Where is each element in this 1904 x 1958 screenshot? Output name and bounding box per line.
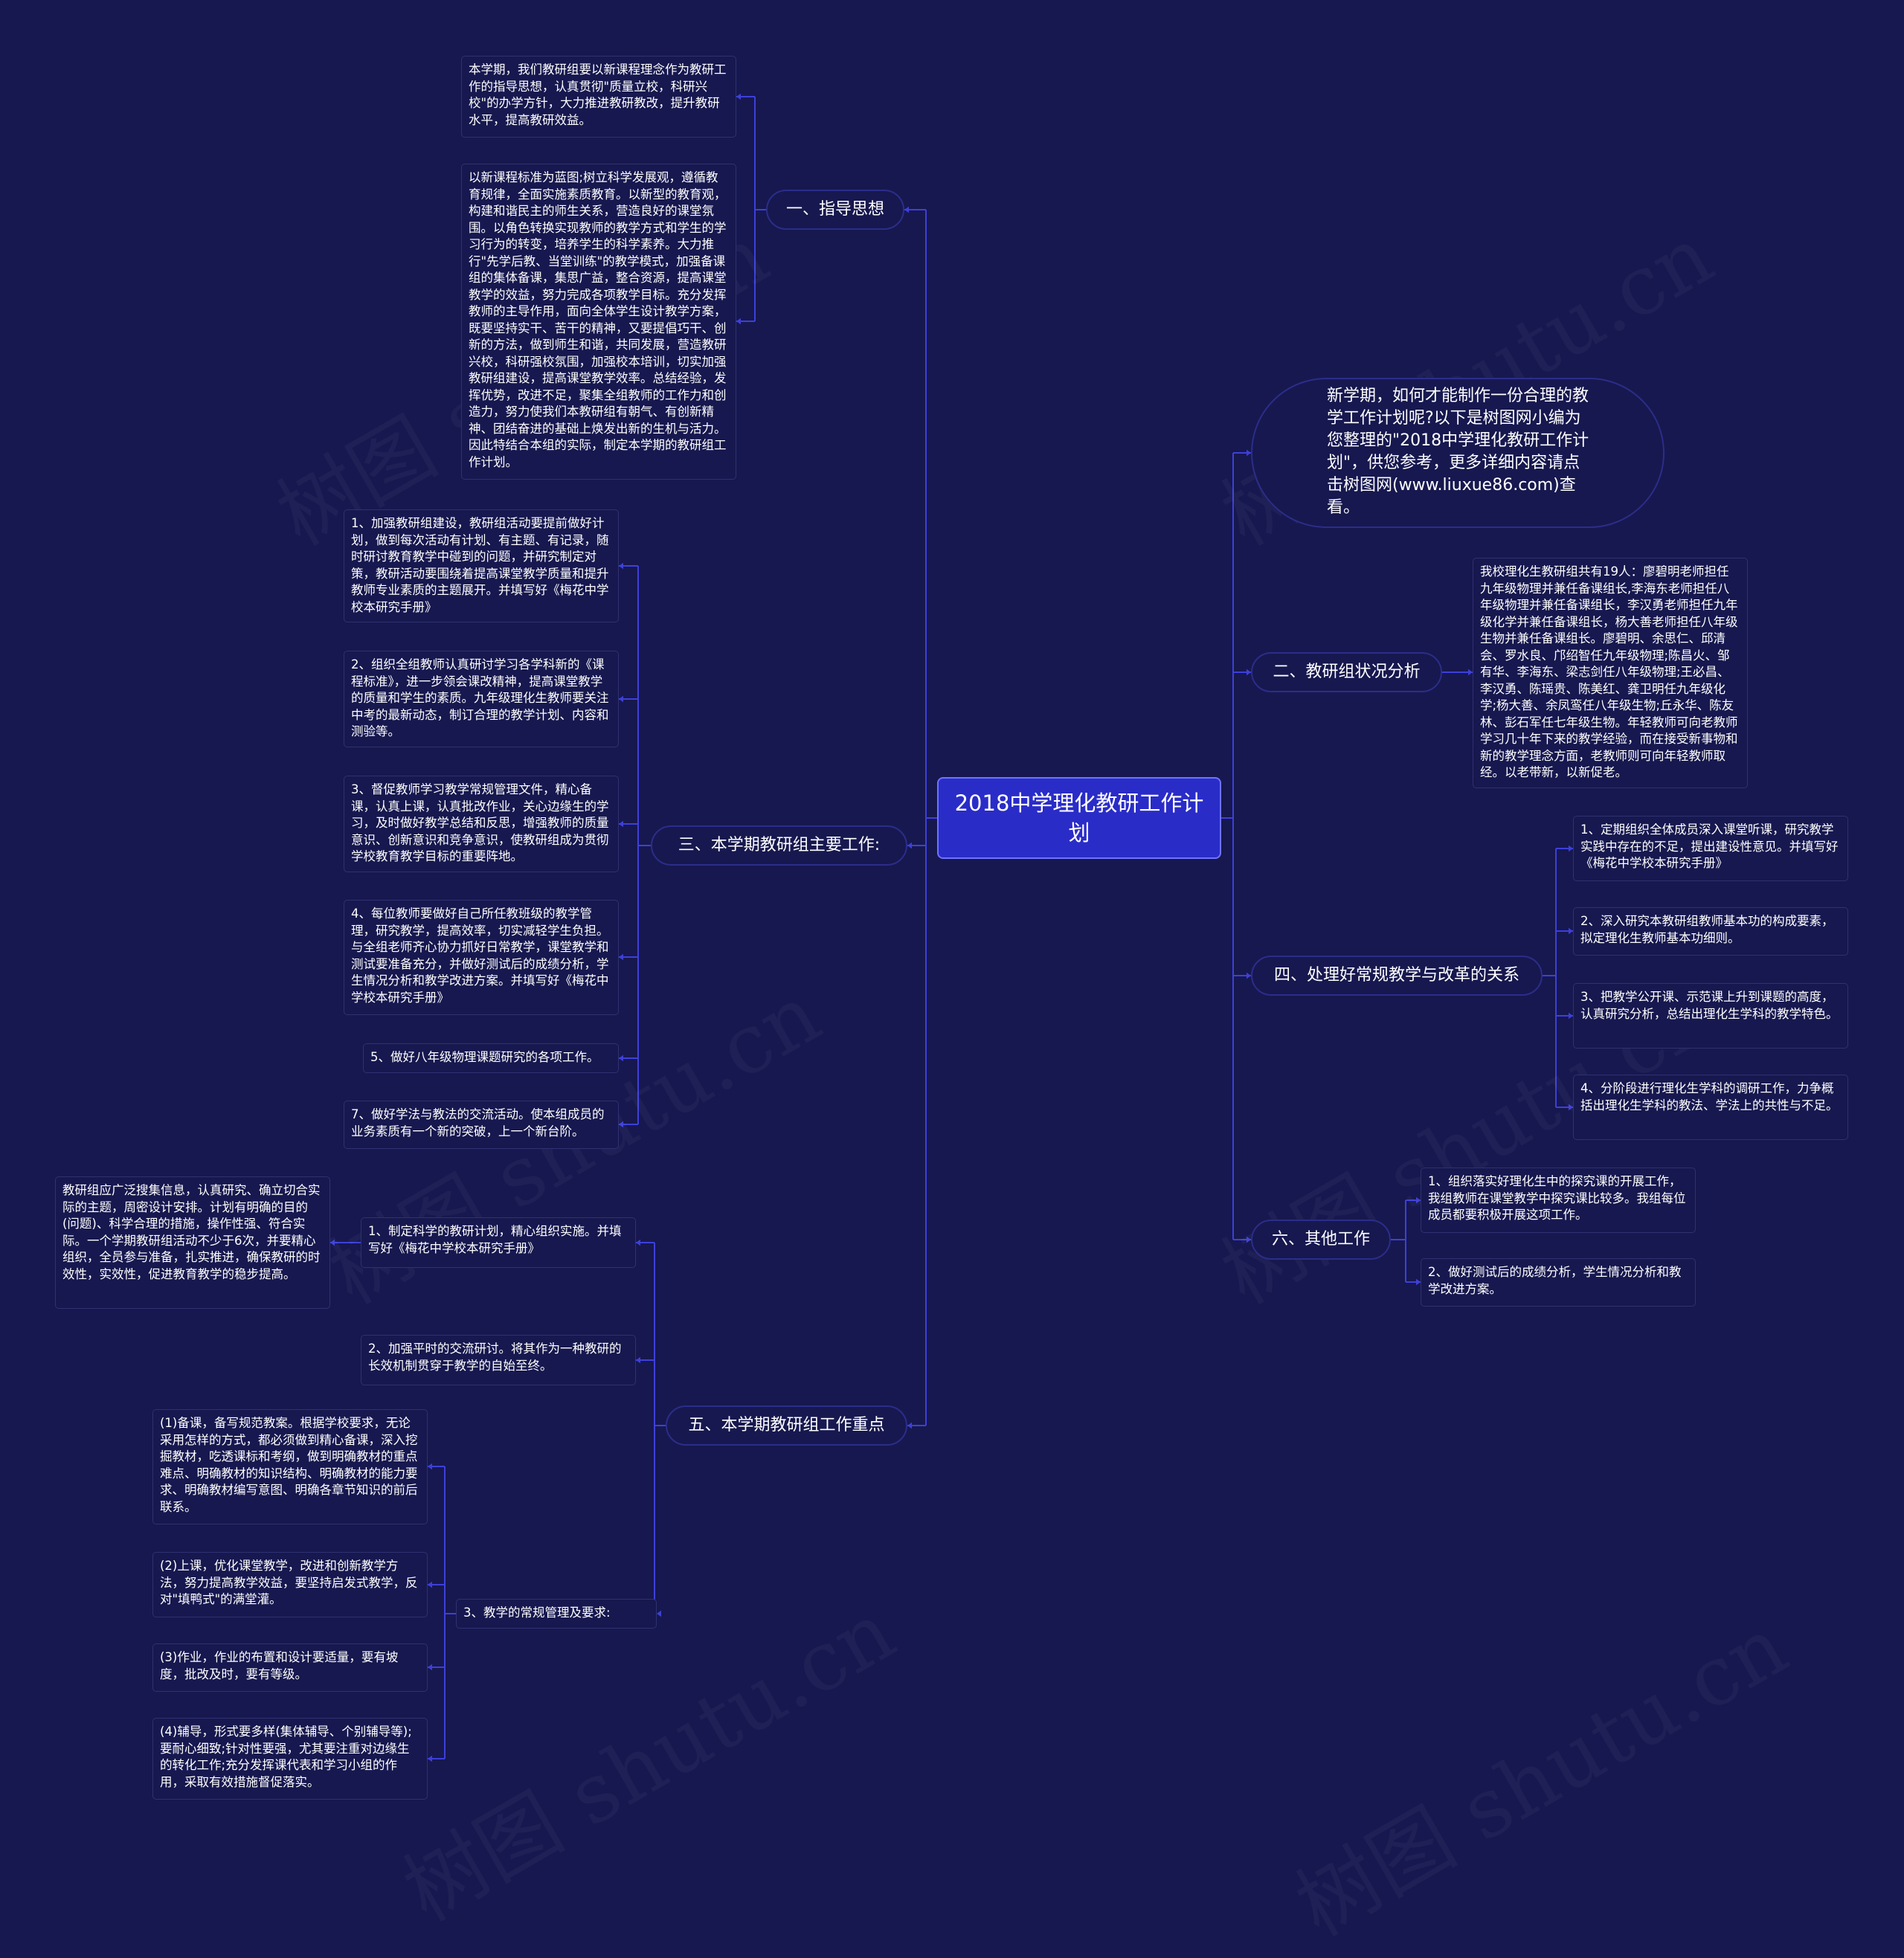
arrow-head [904,206,909,213]
leaf-text: 3、教学的常规管理及要求: [463,1606,611,1620]
leaf-main-work-1[interactable]: 1、加强教研组建设，教研组活动要提前做好计划，做到每次活动有计划、有主题、有记录… [344,509,619,622]
leaf-text: 5、做好八年级物理课题研究的各项工作。 [370,1050,599,1064]
leaf-text: 我校理化生教研组共有19人：廖碧明老师担任九年级物理并兼任备课组长,李海东老师担… [1480,564,1738,779]
leaf-reform-3[interactable]: 3、把教学公开课、示范课上升到课题的高度，认真研究分析，总结出理化生学科的教学特… [1573,983,1848,1049]
leaf-text: 3、督促教师学习教学常规管理文件，精心备课，认真上课，认真批改作业，关心边缘生的… [351,782,609,863]
arrow-head [1416,1278,1421,1286]
branch-main-work[interactable]: 三、本学期教研组主要工作: [651,825,907,866]
arrow-head [619,1054,623,1062]
leaf-main-work-5[interactable]: 5、做好八年级物理课题研究的各项工作。 [363,1043,619,1073]
leaf-text: 4、每位教师要做好自己所任教班级的教学管理，研究教学，提高效率，切实减轻学生负担… [351,906,609,1005]
central-topic[interactable]: 2018中学理化教研工作计划 [937,777,1221,859]
arrow-head [907,1422,912,1429]
mindmap-canvas: 树图 shutu.cn 树图 shutu.cn 树图 shutu.cn 树图 s… [55,56,1848,1800]
leaf-focus-1[interactable]: 1、制定科学的教研计划，精心组织实施。并填写好《梅花中学校本研究手册》 [361,1217,636,1268]
arrow-head [619,1121,623,1128]
arrow-head [1247,449,1251,457]
leaf-main-work-2[interactable]: 2、组织全组教师认真研讨学习各学科新的《课程标准》，进一步领会课改精神，提高课堂… [344,651,619,747]
branch-label: 二、教研组状况分析 [1273,663,1421,681]
arrow-head [1416,1197,1421,1204]
arrow-head [428,1581,432,1588]
arrow-head [1247,1236,1251,1243]
leaf-text: 本学期，我们教研组要以新课程理念作为教研工作的指导思想，认真贯彻"质量立校，科研… [469,62,727,127]
leaf-text: 1、制定科学的教研计划，精心组织实施。并填写好《梅花中学校本研究手册》 [368,1224,622,1255]
leaf-guiding-1[interactable]: 本学期，我们教研组要以新课程理念作为教研工作的指导思想，认真贯彻"质量立校，科研… [461,56,736,138]
leaf-other-1[interactable]: 1、组织落实好理化生中的探究课的开展工作，我组教师在课堂教学中探究课比较多。我组… [1421,1168,1696,1233]
leaf-main-work-7[interactable]: 7、做好学法与教法的交流活动。使本组成员的业务素质有一个新的突破，上一个新台阶。 [344,1101,619,1149]
arrow-head [619,562,623,570]
leaf-focus-1-detail[interactable]: 教研组应广泛搜集信息，认真研究、确立切合实际的主题，周密设计安排。计划有明确的目… [55,1176,330,1309]
leaf-focus-3[interactable]: 3、教学的常规管理及要求: [456,1599,657,1629]
leaf-routine-tutoring[interactable]: (4)辅导，形式要多样(集体辅导、个别辅导等);要耐心细致;针对性要强，尤其要注… [152,1718,428,1800]
leaf-routine-class[interactable]: (2)上课，优化课堂教学，改进和创新教学方法，努力提高教学效益，要坚持启发式教学… [152,1552,428,1617]
leaf-text: 教研组应广泛搜集信息，认真研究、确立切合实际的主题，周密设计安排。计划有明确的目… [62,1183,321,1281]
branch-label: 四、处理好常规教学与改革的关系 [1273,966,1519,985]
leaf-text: 1、加强教研组建设，教研组活动要提前做好计划，做到每次活动有计划、有主题、有记录… [351,516,609,614]
leaf-text: 1、组织落实好理化生中的探究课的开展工作，我组教师在课堂教学中探究课比较多。我组… [1428,1174,1686,1222]
leaf-routine-prep[interactable]: (1)备课，备写规范教案。根据学校要求，无论采用怎样的方式，都必须做到精心备课，… [152,1409,428,1524]
arrow-head [1247,669,1251,676]
leaf-main-work-3[interactable]: 3、督促教师学习教学常规管理文件，精心备课，认真上课，认真批改作业，关心边缘生的… [344,776,619,872]
leaf-reform-1[interactable]: 1、定期组织全体成员深入课堂听课，研究教学实践中存在的不足，提出建设性意见。并填… [1573,816,1848,881]
leaf-text: (2)上课，优化课堂教学，改进和创新教学方法，努力提高教学效益，要坚持启发式教学… [160,1559,418,1606]
intro-text: 新学期，如何才能制作一份合理的教学工作计划呢?以下是树图网小编为您整理的"201… [1327,387,1589,517]
arrow-head [619,820,623,828]
arrow-head [736,93,741,100]
leaf-text: 以新课程标准为蓝图;树立科学发展观，遵循教育规律，全面实施素质教育。以新型的教育… [469,170,727,469]
leaf-main-work-4[interactable]: 4、每位教师要做好自己所任教班级的教学管理，研究教学，提高效率，切实减轻学生负担… [344,900,619,1015]
arrow-head [428,1463,432,1470]
branch-other-work[interactable]: 六、其他工作 [1251,1220,1391,1260]
leaf-focus-2[interactable]: 2、加强平时的交流研讨。将其作为一种教研的长效机制贯穿于教学的自始至终。 [361,1335,636,1385]
leaf-routine-homework[interactable]: (3)作业，作业的布置和设计要适量，要有坡度，批改及时，要有等级。 [152,1643,428,1692]
leaf-text: (3)作业，作业的布置和设计要适量，要有坡度，批改及时，要有等级。 [160,1650,399,1681]
branch-status-analysis[interactable]: 二、教研组状况分析 [1251,652,1442,692]
leaf-status-1[interactable]: 我校理化生教研组共有19人：廖碧明老师担任九年级物理并兼任备课组长,李海东老师担… [1473,558,1748,788]
leaf-text: (4)辅导，形式要多样(集体辅导、个别辅导等);要耐心细致;针对性要强，尤其要注… [160,1724,412,1789]
leaf-reform-4[interactable]: 4、分阶段进行理化生学科的调研工作，力争概括出理化生学科的教法、学法上的共性与不… [1573,1075,1848,1140]
branch-label: 五、本学期教研组工作重点 [688,1416,885,1434]
arrow-head [907,842,912,849]
branch-label: 一、指导思想 [785,200,884,219]
leaf-other-2[interactable]: 2、做好测试后的成绩分析，学生情况分析和教学改进方案。 [1421,1258,1696,1307]
branch-routine-reform[interactable]: 四、处理好常规教学与改革的关系 [1251,956,1543,996]
leaf-text: 2、深入研究本教研组教师基本功的构成要素，拟定理化生教师基本功细则。 [1580,914,1834,945]
branch-label: 六、其他工作 [1271,1230,1370,1249]
arrow-head [1569,1104,1573,1111]
connector-lines [330,93,1573,1762]
arrow-head [736,318,741,325]
central-topic-text: 2018中学理化教研工作计划 [954,790,1204,846]
arrow-head [657,1610,661,1617]
arrow-head [1569,845,1573,852]
branch-label: 三、本学期教研组主要工作: [678,836,881,854]
leaf-text: 2、加强平时的交流研讨。将其作为一种教研的长效机制贯穿于教学的自始至终。 [368,1342,622,1373]
leaf-text: 1、定期组织全体成员深入课堂听课，研究教学实践中存在的不足，提出建设性意见。并填… [1580,822,1839,870]
arrow-head [1569,1012,1573,1020]
arrow-head [636,1356,640,1364]
arrow-head [1468,669,1473,676]
leaf-text: 2、做好测试后的成绩分析，学生情况分析和教学改进方案。 [1428,1265,1682,1296]
leaf-text: 3、把教学公开课、示范课上升到课题的高度，认真研究分析，总结出理化生学科的教学特… [1580,990,1839,1021]
branch-guiding-thought[interactable]: 一、指导思想 [766,190,904,230]
intro-node[interactable]: 新学期，如何才能制作一份合理的教学工作计划呢?以下是树图网小编为您整理的"201… [1251,378,1665,528]
leaf-text: 7、做好学法与教法的交流活动。使本组成员的业务素质有一个新的突破，上一个新台阶。 [351,1107,605,1139]
arrow-head [428,1755,432,1762]
leaf-text: 4、分阶段进行理化生学科的调研工作，力争概括出理化生学科的教法、学法上的共性与不… [1580,1081,1839,1112]
leaf-text: (1)备课，备写规范教案。根据学校要求，无论采用怎样的方式，都必须做到精心备课，… [160,1416,418,1514]
leaf-reform-2[interactable]: 2、深入研究本教研组教师基本功的构成要素，拟定理化生教师基本功细则。 [1573,907,1848,956]
branch-work-focus[interactable]: 五、本学期教研组工作重点 [666,1405,907,1446]
arrow-head [619,695,623,703]
arrow-head [330,1239,335,1246]
arrow-head [619,953,623,961]
arrow-head [1247,972,1251,979]
arrow-head [428,1664,432,1671]
arrow-head [1569,927,1573,935]
arrow-head [636,1239,640,1246]
leaf-guiding-2[interactable]: 以新课程标准为蓝图;树立科学发展观，遵循教育规律，全面实施素质教育。以新型的教育… [461,164,736,480]
leaf-text: 2、组织全组教师认真研讨学习各学科新的《课程标准》，进一步领会课改精神，提高课堂… [351,657,609,738]
